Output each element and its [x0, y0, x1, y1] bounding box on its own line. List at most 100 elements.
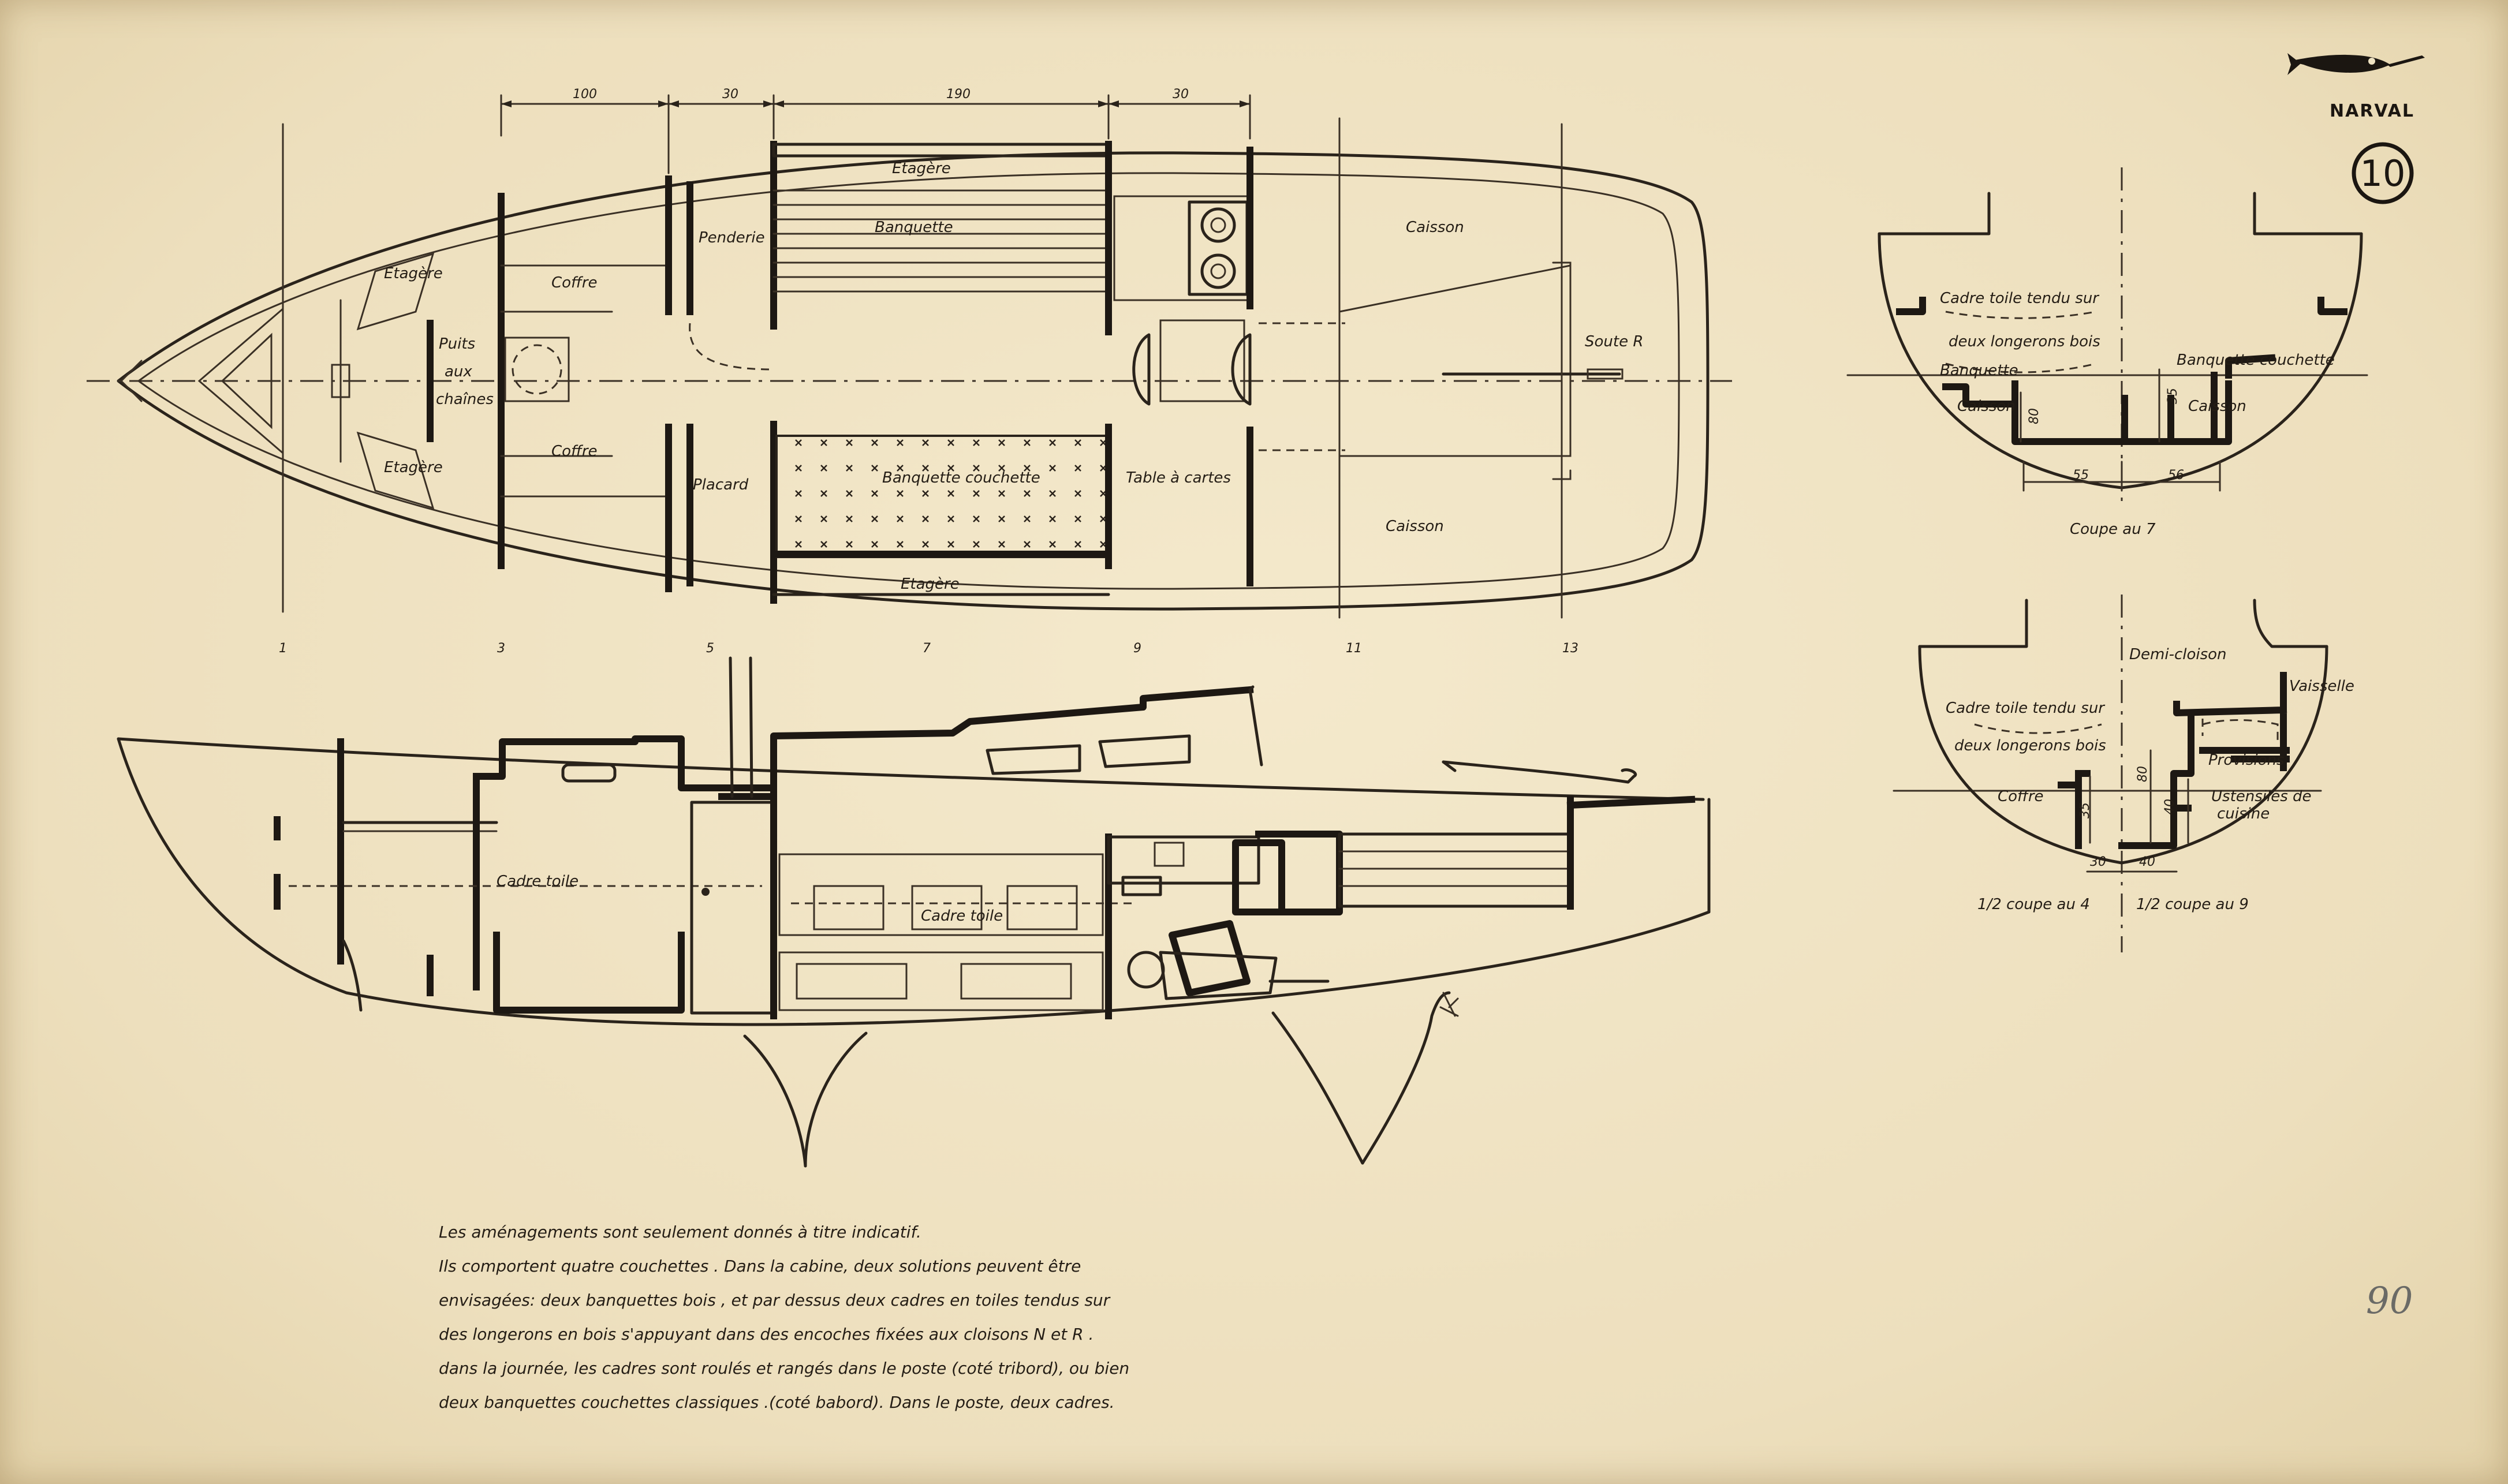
brand-name: NARVAL [2330, 101, 2414, 121]
s49-label-demi-cloison: Demi-cloison [2129, 646, 2227, 663]
porthole-fwd [561, 763, 617, 783]
rudder-mark [1439, 997, 1459, 1017]
label-penderie: Penderie [699, 229, 765, 246]
label-placard: Placard [693, 476, 749, 494]
dim-190: 190 [946, 87, 971, 102]
s7-caption: Coupe au 7 [2070, 521, 2156, 538]
label-etagere-fwd-bottom: Etagère [384, 459, 443, 476]
profile-sheer-line [117, 737, 1705, 801]
cabin-roof [473, 686, 1254, 791]
locker-door-3 [1006, 885, 1078, 930]
cockpit-seat-dash [1259, 322, 1345, 451]
fwd-cabin-berth-lines [500, 264, 670, 498]
fwd-berth-box [493, 932, 685, 1014]
cockpit-seat [1338, 832, 1572, 908]
door-knob [701, 888, 710, 896]
dim-30-aft: 30 [1173, 87, 1189, 102]
station-11: 11 [1346, 641, 1362, 656]
s7-label-banquette: Banquette [1940, 362, 2018, 379]
s49-label-coffre: Coffre [1998, 788, 2044, 805]
s7-label-caisson-right: Caisson [2188, 398, 2246, 415]
engine [1169, 920, 1251, 996]
dim-30-fwd: 30 [722, 87, 738, 102]
station-5: 5 [706, 641, 714, 656]
burner-2-icon [1200, 253, 1236, 289]
label-chaines: chaînes [436, 391, 494, 408]
burner-1-icon [1200, 207, 1236, 243]
s49-caption-right: 1/2 coupe au 9 [2136, 896, 2249, 913]
rudder-stock [1442, 992, 1456, 1017]
label-etagere-top: Etagère [892, 160, 951, 177]
s7-label-caisson-left: Caisson [1957, 398, 2016, 415]
flywheel [1127, 951, 1165, 989]
s49-caption-left: 1/2 coupe au 4 [1977, 896, 2090, 913]
s49-dim-80: 80 [2136, 766, 2150, 782]
s49-dim-30: 30 [2090, 855, 2106, 869]
profile-view: Cadre toile Cadre toile [117, 656, 1711, 1168]
window-2 [1098, 734, 1191, 768]
s49-label-ustensiles-2: cuisine [2217, 805, 2270, 823]
shelf-fwd-bottom [356, 431, 435, 510]
s49-label-provisions: Provisions [2208, 752, 2285, 769]
coffre-lines [500, 311, 613, 457]
rudder-outline [1361, 991, 1451, 1165]
section-7-banquette [1942, 354, 2276, 408]
s49-label-vaisselle: Vaisselle [2289, 678, 2354, 695]
section-7-berths [2011, 380, 2232, 445]
tiller-end [1442, 760, 1457, 772]
note-line-2: Ils comportent quatre couchettes . Dans … [439, 1257, 1081, 1276]
saloon-berth-front [778, 951, 1104, 1011]
cockpit-well [1338, 264, 1572, 457]
section-49-hull [1918, 645, 2328, 865]
s49-label-cadre-toile-2: deux longerons bois [1954, 737, 2106, 754]
label-puits: Puits [439, 335, 475, 353]
door [690, 801, 774, 1015]
seat-curve-fwd [1132, 333, 1151, 406]
narwhal-icon [2287, 53, 2425, 75]
label-etagere-fwd-top: Etagère [384, 265, 443, 282]
galley-sink [1121, 876, 1162, 896]
s7-dim-55: 55 [2073, 468, 2089, 483]
notes-block: Les aménagements sont seulement donnés à… [439, 1215, 1201, 1419]
section-49-ustensiles [2118, 709, 2194, 849]
galley-tap [1154, 842, 1185, 867]
plan-dimension-line: 100 30 190 30 [500, 87, 1251, 174]
section-49-dim-lines [2089, 749, 2189, 844]
s7-dim-56: 56 [2168, 468, 2184, 483]
s7-dim-35: 35 [2166, 388, 2180, 404]
note-line-3: envisagées: deux banquettes bois , et pa… [439, 1291, 1110, 1310]
section-49-step [2058, 782, 2082, 800]
cockpit-slats [1338, 850, 1572, 887]
plan-hull-outline [117, 151, 1710, 611]
section-7-deck [1878, 192, 2363, 236]
s7-label-cadre-toile-1: Cadre toile tendu sur [1940, 290, 2100, 307]
section-7-shelves [1896, 297, 2347, 315]
note-line-1: Les aménagements sont seulement donnés à… [439, 1223, 921, 1242]
section-7-dim-lines [2020, 368, 2160, 443]
section-7-cadre [1945, 311, 2096, 373]
s49-dim-40: 40 [2163, 799, 2177, 815]
berth-drawer-2 [960, 963, 1072, 1000]
s49-label-cadre-toile-1: Cadre toile tendu sur [1946, 700, 2106, 717]
engine-body [1159, 951, 1278, 1000]
chain-pipe [342, 939, 363, 1012]
label-cadre-toile-fwd: Cadre toile [497, 873, 579, 890]
s49-label-ustensiles-1: Ustensiles de [2211, 788, 2312, 805]
s7-label-cadre-toile-2: deux longerons bois [1949, 333, 2100, 350]
plan-bow-tip [120, 360, 143, 402]
section-49-deck [1918, 599, 2328, 648]
label-aux: aux [445, 363, 472, 380]
galley-top [1107, 835, 1260, 885]
hatch-circle [512, 344, 562, 395]
station-1: 1 [279, 641, 287, 656]
keel-outline [743, 1011, 1364, 1168]
note-line-5: dans la journée, les cadres sont roulés … [439, 1359, 1130, 1378]
mast-stub [729, 656, 753, 798]
label-soute: Soute R [1585, 333, 1643, 350]
cockpit-aft-corners [1552, 261, 1572, 480]
banquette-slats [772, 189, 1110, 293]
label-banquette-couchette: Banquette couchette [882, 469, 1040, 487]
window-1 [986, 744, 1081, 775]
berth-drawer-1 [796, 963, 908, 1000]
